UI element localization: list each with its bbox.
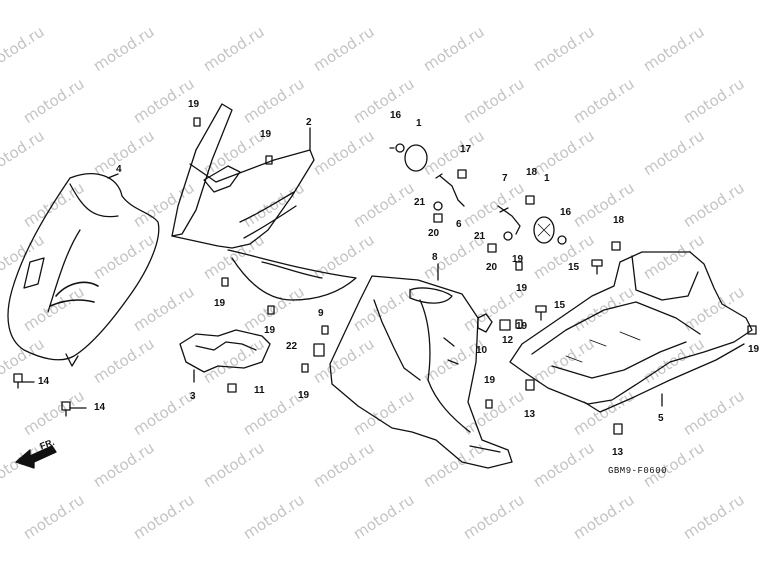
clip-10 xyxy=(321,325,329,335)
callout-1: 1 xyxy=(416,118,422,129)
direction-arrow-icon xyxy=(15,445,57,469)
bracket-7 xyxy=(497,205,521,235)
screw-15-b xyxy=(591,259,603,275)
screw-15-a xyxy=(535,305,547,321)
callout-20: 20 xyxy=(428,228,440,239)
grommet-21-a xyxy=(433,201,443,211)
callout-19: 19 xyxy=(260,129,272,140)
callout-2: 2 xyxy=(306,117,312,128)
callout-19: 19 xyxy=(512,254,524,265)
bracket-6 xyxy=(435,173,465,207)
screw-14-a xyxy=(13,373,23,389)
clip-19-f xyxy=(485,399,493,409)
callout-16: 16 xyxy=(560,207,572,218)
bolt-11 xyxy=(227,383,237,393)
clip-19-d xyxy=(267,305,275,315)
callout-22: 22 xyxy=(286,341,298,352)
floor-step-part xyxy=(509,251,753,413)
callout-19: 19 xyxy=(298,390,310,401)
clip-13-b xyxy=(613,423,623,435)
callout-7: 7 xyxy=(502,173,508,184)
inner-cover-part xyxy=(329,275,513,469)
callout-12: 12 xyxy=(502,335,514,346)
clip-18-a xyxy=(611,241,621,251)
clip-19-h xyxy=(515,319,523,329)
clip-19-a xyxy=(193,117,201,127)
callout-15: 15 xyxy=(568,262,580,273)
clip-19-e xyxy=(301,363,309,373)
grommet-21-b xyxy=(503,231,513,241)
clip-17-a xyxy=(457,169,467,179)
callout-20: 20 xyxy=(486,262,498,273)
callout-10: 9 xyxy=(318,308,324,319)
callout-6: 6 xyxy=(456,219,462,230)
leader-4 xyxy=(107,173,119,179)
nut-20-a xyxy=(433,213,443,223)
clip-17-b xyxy=(525,195,535,205)
callout-18: 18 xyxy=(613,215,625,226)
callout-17: 18 xyxy=(526,167,538,178)
callout-1: 1 xyxy=(544,173,550,184)
grommet-16-a xyxy=(389,143,405,153)
grommet-16-b xyxy=(557,235,567,245)
callout-19: 19 xyxy=(516,321,528,332)
nut-20-b xyxy=(487,243,497,253)
callout-9: 10 xyxy=(476,345,488,356)
callout-13: 13 xyxy=(612,447,624,458)
callout-4: 4 xyxy=(116,164,122,175)
callout-19: 19 xyxy=(264,325,276,336)
clip-19-b xyxy=(265,155,273,165)
reference-code: GBM9-F0600 xyxy=(608,466,668,476)
clip-19-c xyxy=(221,277,229,287)
callout-5: 5 xyxy=(658,413,664,424)
callout-19: 19 xyxy=(516,283,528,294)
callout-16: 16 xyxy=(390,110,402,121)
plate-1-a xyxy=(404,144,428,172)
callout-19: 19 xyxy=(484,375,496,386)
inner-upper-panel-part xyxy=(171,103,357,301)
callout-8: 8 xyxy=(432,252,438,263)
clip-18-b xyxy=(747,325,757,335)
clip-12 xyxy=(499,319,511,331)
callout-21: 21 xyxy=(474,231,486,242)
front-cover-part xyxy=(7,173,160,367)
callout-3: 3 xyxy=(190,391,196,402)
callout-19: 19 xyxy=(188,99,200,110)
callout-17: 17 xyxy=(460,144,472,155)
callout-21: 21 xyxy=(414,197,426,208)
clip-13-a xyxy=(525,379,535,391)
clip-22 xyxy=(313,343,325,357)
callout-14: 14 xyxy=(38,376,50,387)
callout-14: 14 xyxy=(94,402,106,413)
callout-18: 19 xyxy=(748,344,760,355)
callout-19: 19 xyxy=(214,298,226,309)
clip-9 xyxy=(477,313,493,333)
callout-15: 15 xyxy=(554,300,566,311)
callout-11: 11 xyxy=(254,385,265,396)
callout-13: 13 xyxy=(524,409,536,420)
lower-bracket-part xyxy=(179,329,271,373)
clip-19-g xyxy=(515,261,523,271)
plate-1-b xyxy=(533,216,555,244)
screw-14-b xyxy=(61,401,71,417)
